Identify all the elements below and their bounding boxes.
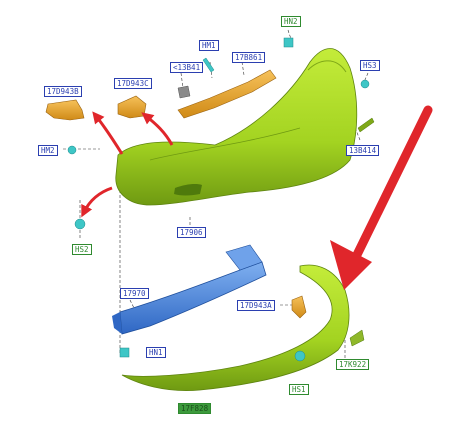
label-17k922: 17K922: [336, 359, 370, 370]
clip-hs3-shape: [360, 79, 370, 89]
label-17906: 17906: [177, 227, 206, 238]
bracket-17b861-shape: [177, 69, 277, 119]
label-hm1: HM1: [199, 40, 219, 51]
label-hs3: HS3: [360, 60, 380, 71]
label-17b861: 17B861: [232, 52, 266, 63]
grey-sensor-13b41: [177, 85, 191, 99]
label-17d943a: 17D943A: [237, 300, 275, 311]
label-hn1: HN1: [146, 347, 166, 358]
label-hs1: HS1: [289, 384, 309, 395]
label-17f828: 17F828: [178, 403, 212, 414]
bracket-17d943a-shape: [291, 295, 307, 319]
bracket-17d943c-shape: [117, 95, 147, 119]
bracket-17d943b-shape: [45, 99, 85, 121]
label-17970: 17970: [120, 288, 149, 299]
label-hn2: HN2: [281, 16, 301, 27]
label-13b414: 13B414: [346, 145, 380, 156]
label-hm2: HM2: [38, 145, 58, 156]
label-hs2: HS2: [72, 244, 92, 255]
label-17d943b: 17D943B: [44, 86, 82, 97]
reflector-13b414-shape: [357, 117, 375, 133]
reinforcement-bar: [112, 244, 267, 335]
bumper-cover-upper: [115, 48, 358, 206]
clip-hn1-shape: [119, 347, 130, 358]
red-arrows: [81, 105, 433, 290]
clip-hm1-shape: [202, 57, 215, 73]
clip-hs2-shape: [74, 218, 86, 230]
clip-hm2-shape: [67, 145, 77, 155]
label-13b41: <13B41: [170, 62, 204, 73]
part-17k922-shape: [349, 329, 365, 347]
clip-hs1-shape: [294, 350, 306, 362]
label-17d943c: 17D943C: [114, 78, 152, 89]
bumper-diffuser-lower: [121, 264, 350, 391]
clip-hn2-shape: [283, 37, 294, 48]
